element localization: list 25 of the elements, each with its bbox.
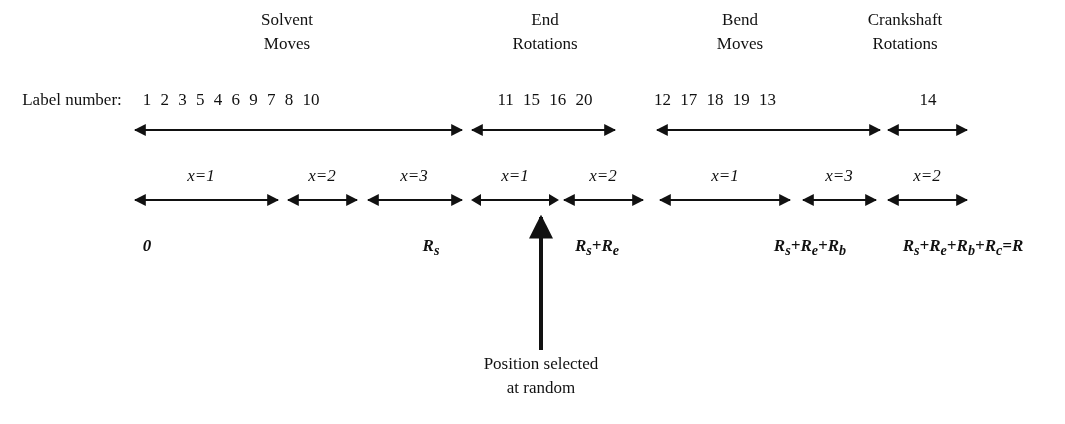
section-heading: Solvent Moves <box>260 9 314 55</box>
cumulative-rate: R$_{s}$+R$_{e}$+R$_{b}$+R$_{c}$=R <box>902 235 1024 261</box>
section-heading: Crankshaft Rotations <box>866 9 944 55</box>
label-numbers: 12 17 18 19 13 <box>654 89 776 111</box>
cumulative-rate: R$_{s}$ <box>422 235 440 261</box>
range-label: x=3 <box>825 165 853 187</box>
cumulative-rate: R$_{s}$+R$_{e}$+R$_{b}$ <box>773 235 847 261</box>
range-label: x=1 <box>711 165 739 187</box>
range-label: x=2 <box>913 165 941 187</box>
pointer-arrow <box>529 214 553 350</box>
label-numbers: 1 2 3 5 4 6 9 7 8 10 <box>142 89 320 111</box>
range-label: x=2 <box>589 165 617 187</box>
row-label: Label number: <box>22 89 122 111</box>
range-label: x=1 <box>501 165 529 187</box>
label-numbers: 14 <box>919 89 937 111</box>
range-label: x=3 <box>400 165 428 187</box>
annotation-text: Position selected at random <box>478 352 604 400</box>
range-arrow <box>471 193 559 207</box>
section-heading: Bend Moves <box>715 9 765 55</box>
section-heading: End Rotations <box>511 9 579 55</box>
label-numbers: 11 15 16 20 <box>497 89 593 111</box>
cumulative-rate: R$_{s}$+R$_{e}$ <box>574 235 620 261</box>
range-label: x=2 <box>308 165 336 187</box>
range-label: x=1 <box>187 165 215 187</box>
cumulative-rate: 0 <box>142 235 152 257</box>
